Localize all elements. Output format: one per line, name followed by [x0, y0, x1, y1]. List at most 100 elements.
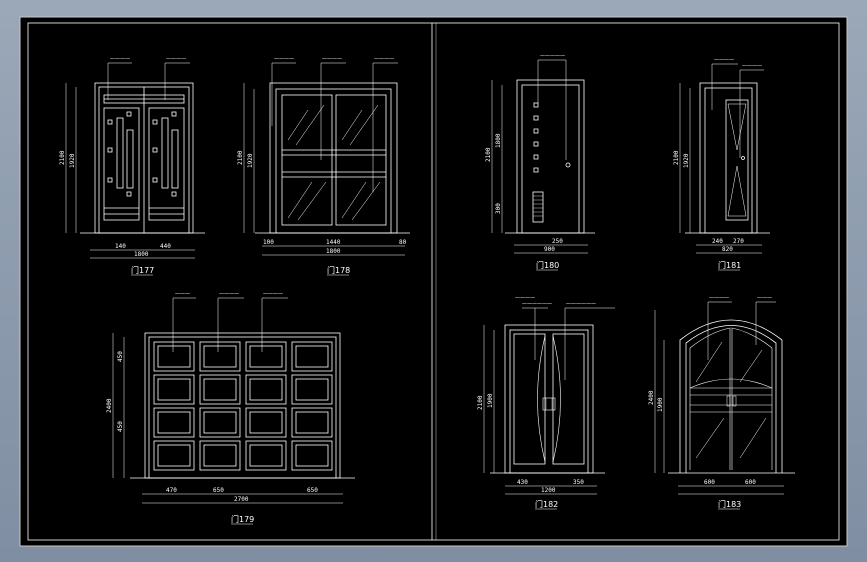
door-178-leader-2: 一一一一 [322, 57, 342, 63]
door-177-height-total: 2100 [59, 150, 66, 165]
door-178-dim-w1: 100 [263, 239, 274, 246]
door-178-leader-3: 一一一一 [374, 57, 394, 63]
door-179-panel [153, 374, 195, 405]
door-181-caption: 门181 [718, 260, 741, 270]
door-179-panel-inset [295, 411, 329, 434]
door-182-dim-w3: 430 [517, 479, 528, 486]
door-177 [65, 62, 205, 259]
door-182-leader-1: 一一一一 [515, 296, 535, 302]
door-183-dim-h1: 1900 [657, 397, 664, 412]
door-179-panel-inset [157, 345, 191, 368]
door-181-dim-w1: 820 [722, 246, 733, 253]
door-179-caption: 门179 [231, 514, 254, 524]
door-178 [243, 62, 410, 256]
door-177-dim-w2: 440 [160, 243, 171, 250]
door-180-dim-h1: 1800 [495, 133, 502, 148]
door-179-panel-inset [157, 411, 191, 434]
door-182-dim-h1: 1900 [487, 393, 494, 408]
door-181-dim-h1: 1920 [683, 153, 690, 168]
door-180-caption: 门180 [536, 260, 559, 270]
door-177-height-inner: 1920 [69, 153, 76, 168]
door-183-leader-2: 一一一 [757, 296, 772, 302]
door-179-height-total: 2400 [106, 398, 113, 413]
door-178-caption: 门178 [327, 265, 350, 275]
door-182-leader-2: 一一一一一一 [522, 302, 552, 308]
door-180-dim-h2: 300 [495, 203, 502, 214]
door-179-dim-w1: 470 [166, 487, 177, 494]
door-179-panel-inset [203, 444, 237, 467]
door-179-leader-2: 一一一一 [219, 292, 239, 298]
door-178-height-total: 2100 [237, 150, 244, 165]
door-179-panel [245, 440, 287, 471]
door-183-leader-1: 一一一一 [709, 296, 729, 302]
door-179-panel [245, 374, 287, 405]
door-183 [654, 301, 795, 495]
door-179 [112, 297, 355, 504]
door-178-dim-w4: 80 [399, 239, 407, 246]
door-179-leader-1: 一一一 [175, 292, 190, 298]
door-182-caption: 门182 [535, 499, 558, 509]
door-179-dim-h1: 450 [117, 351, 124, 362]
sheet-border [27, 22, 840, 541]
door-179-panel-inset [249, 345, 283, 368]
door-182-dim-w2: 350 [573, 479, 584, 486]
door-178-height-inner: 1920 [247, 153, 254, 168]
door-183-dim-w2: 600 [745, 479, 756, 486]
door-179-panel-inset [203, 411, 237, 434]
door-179-panel [153, 341, 195, 372]
door-179-panel [153, 407, 195, 438]
door-180-dim-w1: 900 [544, 246, 555, 253]
door-178-dim-w2: 1440 [326, 239, 341, 246]
door-179-panel-inset [157, 378, 191, 401]
door-179-panel [199, 440, 241, 471]
door-180-height-total: 2100 [485, 147, 492, 162]
door-177-dim-w1: 140 [115, 243, 126, 250]
door-179-dim-w3: 2700 [234, 496, 249, 503]
door-179-panel [291, 374, 333, 405]
door-180 [491, 59, 595, 254]
door-181-height-total: 2100 [673, 150, 680, 165]
door-179-panel-inset [295, 345, 329, 368]
door-179-panel-inset [157, 444, 191, 467]
door-181 [679, 63, 770, 254]
door-177-dim-w3: 1800 [134, 251, 149, 258]
door-179-dim-h2: 450 [117, 421, 124, 432]
door-179-panel [291, 341, 333, 372]
door-180-dim-w2: 250 [552, 238, 563, 245]
door-182-height-total: 2100 [477, 395, 484, 410]
door-181-dim-w3: 240 [712, 238, 723, 245]
door-179-panel [153, 440, 195, 471]
door-179-panel-inset [249, 411, 283, 434]
door-177-caption: 门177 [131, 265, 154, 275]
door-178-leader-1: 一一一一 [274, 57, 294, 63]
door-183-dim-w1: 600 [704, 479, 715, 486]
door-179-panel [291, 407, 333, 438]
door-181-leader-2: 一一一一 [742, 64, 762, 70]
door-182 [483, 307, 615, 495]
door-179-panel-inset [203, 378, 237, 401]
door-179-dim-w2: 650 [213, 487, 224, 494]
door-181-leader-1: 一一一一 [714, 58, 734, 64]
door-179-panel-inset [249, 378, 283, 401]
door-178-dim-w3: 1800 [326, 248, 341, 255]
door-182-dim-w1: 1200 [541, 487, 556, 494]
door-179-dim-w4: 650 [307, 487, 318, 494]
door-179-panel [291, 440, 333, 471]
door-179-panel-inset [295, 444, 329, 467]
door-179-leader-3: 一一一一 [263, 292, 283, 298]
door-181-dim-w2: 270 [733, 238, 744, 245]
door-179-panel [245, 407, 287, 438]
door-179-panel-inset [295, 378, 329, 401]
door-179-panel [245, 341, 287, 372]
door-179-panel [199, 341, 241, 372]
door-183-caption: 门183 [718, 499, 741, 509]
door-177-leader-2: 一一一一 [166, 57, 186, 63]
door-183-height-total: 2400 [648, 390, 655, 405]
door-179-panel [199, 407, 241, 438]
door-182-leader-3: 一一一一一一 [566, 302, 596, 308]
door-179-panel-inset [203, 345, 237, 368]
door-180-leader-1: 一一一一一 [540, 54, 565, 60]
door-179-panel [199, 374, 241, 405]
